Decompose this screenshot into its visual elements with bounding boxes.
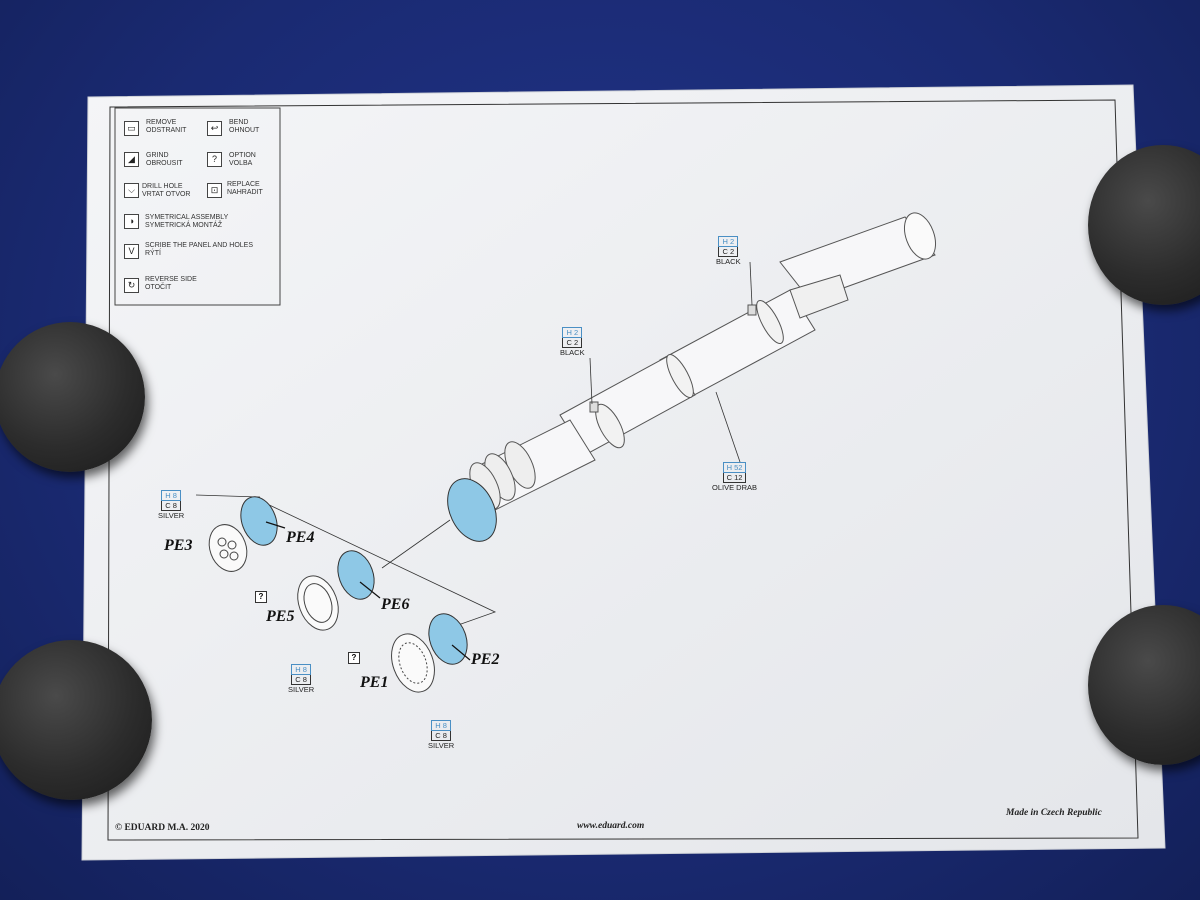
label-pe6: PE6 bbox=[381, 596, 410, 613]
legend-reverse: REVERSE SIDE OTOČIT bbox=[145, 276, 197, 291]
puck-bottom-right bbox=[1088, 605, 1200, 765]
legend-symetrical: SYMETRICAL ASSEMBLY SYMETRICKÁ MONTÁŽ bbox=[145, 214, 229, 229]
missile-tube bbox=[469, 212, 937, 511]
puck-left-upper bbox=[0, 322, 145, 472]
paint-black-top: H 2 C 2 BLACK bbox=[716, 236, 741, 266]
option-icon: ? bbox=[207, 152, 222, 167]
rear-disc bbox=[447, 478, 497, 542]
label-pe4: PE4 bbox=[286, 529, 315, 546]
pe6-disc bbox=[337, 550, 375, 600]
legend-replace: REPLACE NAHRADIT bbox=[227, 181, 263, 196]
footer-made-in: Made in Czech Republic bbox=[1006, 808, 1102, 818]
reverse-icon: ↻ bbox=[124, 278, 139, 293]
pe5-wheel bbox=[297, 575, 339, 631]
legend-scribe: SCRIBE THE PANEL AND HOLES RÝTÍ bbox=[145, 242, 254, 257]
option-mark-2: ? bbox=[348, 652, 360, 664]
label-pe2: PE2 bbox=[471, 651, 500, 668]
replace-icon: ⊡ bbox=[207, 183, 222, 198]
legend-grind: GRIND OBROUSIT bbox=[146, 152, 183, 167]
paint-silver-1: H 8 C 8 SILVER bbox=[158, 490, 185, 520]
bend-icon: ↩ bbox=[207, 121, 222, 136]
grind-icon: ◢ bbox=[124, 152, 139, 167]
paint-black-mid: H 2 C 2 BLACK bbox=[560, 327, 585, 357]
puck-left-lower bbox=[0, 640, 152, 800]
option-mark-1: ? bbox=[255, 591, 267, 603]
remove-icon: ▭ bbox=[124, 121, 139, 136]
label-pe3: PE3 bbox=[164, 537, 193, 554]
pe1-ring bbox=[391, 633, 435, 693]
paint-olive: H 52 C 12 OLIVE DRAB bbox=[712, 462, 758, 492]
paper bbox=[81, 84, 1166, 861]
scribe-icon: V bbox=[124, 244, 139, 259]
legend-option: OPTION VOLBA bbox=[229, 152, 256, 167]
puck-top-right bbox=[1088, 145, 1200, 305]
paint-silver-2: H 8 C 8 SILVER bbox=[288, 664, 315, 694]
frame-border bbox=[107, 99, 1139, 841]
legend-remove: REMOVE ODSTRANIT bbox=[146, 119, 187, 134]
pe2-disc bbox=[428, 613, 468, 665]
pe4-disc bbox=[240, 496, 278, 546]
legend-bend: BEND OHNOUT bbox=[229, 119, 260, 134]
symmetrical-icon: ◑ bbox=[124, 214, 139, 229]
paint-silver-3: H 8 C 8 SILVER bbox=[428, 720, 455, 750]
pe3-grille bbox=[208, 524, 248, 572]
label-pe5: PE5 bbox=[266, 608, 295, 625]
legend-drill: DRILL HOLE VRTAT OTVOR bbox=[142, 183, 191, 198]
label-pe1: PE1 bbox=[360, 674, 389, 691]
footer-website: www.eduard.com bbox=[577, 821, 645, 831]
drill-icon: ⌵ bbox=[124, 183, 139, 198]
legend-box bbox=[114, 107, 281, 306]
footer-copyright: © EDUARD M.A. 2020 bbox=[115, 823, 210, 833]
